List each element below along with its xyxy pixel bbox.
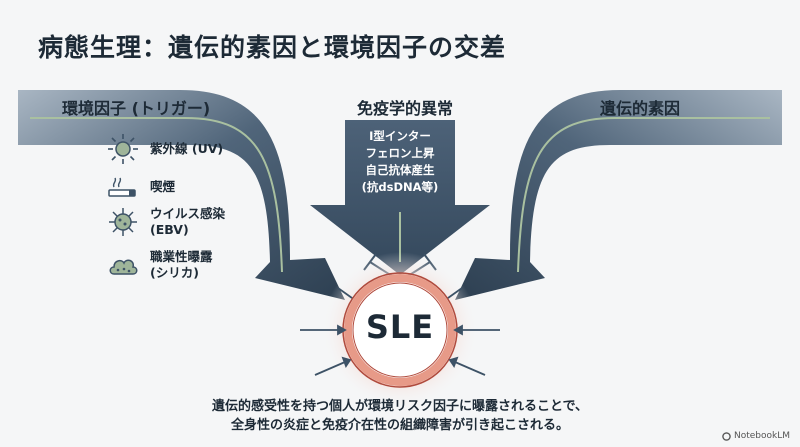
- env-item-label: ウイルス感染 (EBV): [150, 206, 226, 237]
- summary-text: 遺伝的感受性を持つ個人が環境リスク因子に曝露されることで、 全身性の炎症と免疫介…: [211, 399, 589, 433]
- sle-ring: [322, 252, 478, 408]
- env-item-label: 紫外線 (UV): [150, 141, 224, 156]
- cigarette-icon: [108, 177, 136, 197]
- notebooklm-brand: NotebookLM: [722, 431, 790, 441]
- brand-label: NotebookLM: [733, 431, 790, 441]
- genetic-predisposition-label: 遺伝的素因: [600, 99, 681, 118]
- sle-label: SLE: [365, 308, 435, 346]
- sun-icon: [108, 134, 138, 164]
- env-item-virus: ウイルス感染 (EBV): [106, 205, 225, 239]
- slide-title: 病態生理：遺伝的素因と環境因子の交差: [38, 33, 507, 62]
- env-item-smoking: 喫煙: [106, 170, 175, 204]
- pointer-arrows: [300, 287, 500, 376]
- genetic-arrow: [455, 90, 782, 300]
- env-item-uv: 紫外線 (UV): [106, 132, 223, 166]
- env-item-label: 喫煙: [150, 179, 176, 194]
- notebooklm-logo-icon: [722, 431, 731, 441]
- env-item-silica: 職業性曝露 (シリカ): [106, 248, 213, 282]
- virus-icon: [109, 208, 137, 236]
- dust-cloud-icon: [109, 259, 138, 275]
- immune-abnormality-label: 免疫学的異常: [356, 99, 453, 118]
- environment-arrow: [18, 90, 345, 300]
- immune-detail-text: I型インター フェロン上昇 自己抗体産生 (抗dsDNA等): [361, 129, 439, 194]
- env-item-label: 職業性曝露 (シリカ): [150, 249, 213, 280]
- environment-factors-label: 環境因子 (トリガー): [62, 99, 211, 118]
